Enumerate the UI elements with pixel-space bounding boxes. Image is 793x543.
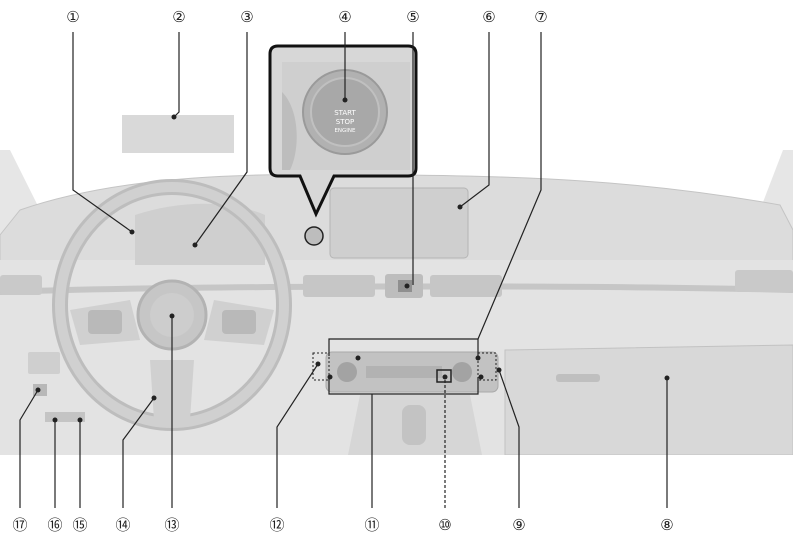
glove-box — [504, 344, 793, 456]
floor — [0, 455, 793, 543]
gear-shifter — [402, 405, 426, 445]
callouts-top: ① ② ③ ④ ⑤ ⑥ ⑦ — [66, 8, 547, 26]
callout-9: ⑨ — [512, 516, 525, 534]
callouts-bottom: ⑧ ⑨ ⑩ ⑪ ⑫ ⑬ ⑭ ⑮ ⑯ ⑰ — [12, 516, 673, 534]
steering-wheel — [52, 179, 292, 431]
callout-4: ④ — [338, 8, 351, 26]
engine-label: ENGINE — [334, 128, 356, 134]
callout-12: ⑫ — [269, 516, 284, 534]
callout-10: ⑩ — [438, 516, 451, 534]
glove-box-handle — [556, 374, 600, 382]
callout-13: ⑬ — [164, 516, 179, 534]
climate-brackets — [312, 338, 497, 395]
callout-2: ② — [172, 8, 185, 26]
callout-6: ⑥ — [482, 8, 495, 26]
left-panel-switches — [28, 352, 60, 374]
climate-knob-left — [337, 362, 357, 382]
lower-left-levers — [45, 412, 85, 422]
start-button-location — [304, 226, 324, 246]
leader-lines — [19, 32, 668, 508]
callout-5: ⑤ — [406, 8, 419, 26]
head-up-display — [122, 115, 234, 153]
stop-label: STOP — [336, 118, 354, 126]
instrument-cluster — [135, 203, 265, 265]
callout-1: ① — [66, 8, 79, 26]
air-vent-right — [430, 275, 502, 297]
callout-16: ⑯ — [47, 516, 62, 534]
dashboard-illustration — [0, 150, 793, 543]
callout-11: ⑪ — [364, 516, 379, 534]
callout-3: ③ — [240, 8, 253, 26]
climate-buttons — [366, 366, 442, 378]
climate-knob-right — [452, 362, 472, 382]
callout-8: ⑧ — [660, 516, 673, 534]
air-vent-side-right — [735, 270, 793, 292]
start-button-inset: START STOP ENGINE — [268, 44, 418, 218]
air-vent-side-left — [0, 275, 42, 295]
start-label: START — [334, 109, 356, 117]
callout-14: ⑭ — [115, 516, 130, 534]
air-vent-left — [303, 275, 375, 297]
leader-dots — [35, 97, 670, 423]
callout-7: ⑦ — [534, 8, 547, 26]
callout-15: ⑮ — [72, 516, 87, 534]
center-display — [329, 187, 469, 259]
callout-17: ⑰ — [12, 516, 27, 534]
